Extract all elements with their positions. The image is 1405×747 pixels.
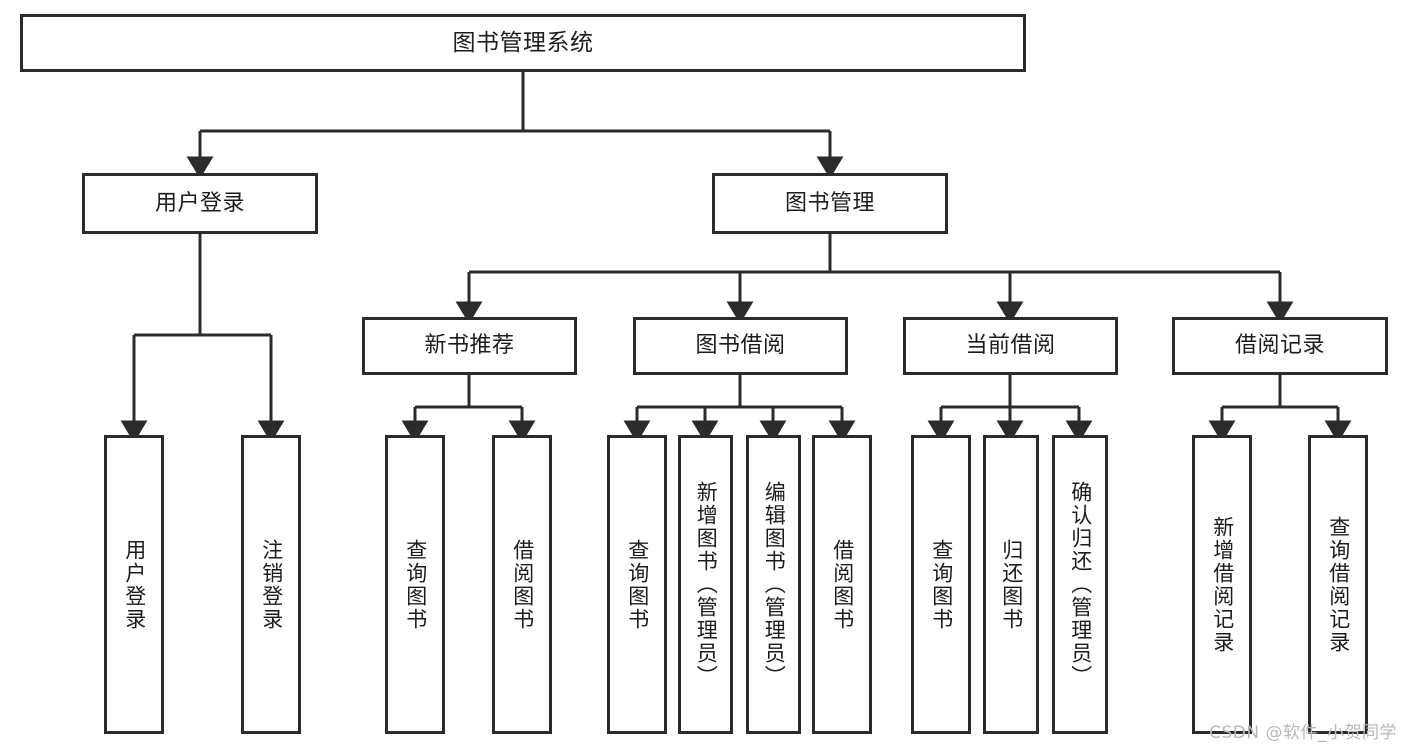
leaf-query-book-3-label: 查询图书	[929, 538, 954, 631]
leaf-query-book-1-label: 查询图书	[403, 538, 428, 631]
leaf-edit-book-label: 编辑图书（管理员）	[762, 481, 787, 688]
leaf-query-book-1[interactable]: 查询图书	[385, 435, 445, 734]
leaf-query-book-2-label: 查询图书	[625, 538, 650, 631]
node-new-book-recommend[interactable]: 新书推荐	[362, 317, 577, 375]
leaf-return-book[interactable]: 归还图书	[983, 435, 1039, 734]
node-current-borrow-label: 当前借阅	[965, 333, 1056, 359]
node-book-manage[interactable]: 图书管理	[712, 173, 948, 234]
leaf-query-book-3[interactable]: 查询图书	[911, 435, 971, 734]
leaf-borrow-book-2[interactable]: 借阅图书	[812, 435, 872, 734]
leaf-add-record[interactable]: 新增借阅记录	[1192, 435, 1252, 734]
leaf-edit-book[interactable]: 编辑图书（管理员）	[746, 435, 801, 734]
node-root[interactable]: 图书管理系统	[20, 14, 1026, 72]
node-new-book-recommend-label: 新书推荐	[424, 333, 515, 359]
node-book-borrow-label: 图书借阅	[695, 333, 786, 359]
node-root-label: 图书管理系统	[452, 29, 594, 56]
leaf-confirm-return[interactable]: 确认归还（管理员）	[1052, 435, 1108, 734]
leaf-add-record-label: 新增借阅记录	[1210, 515, 1235, 654]
leaf-borrow-book-1[interactable]: 借阅图书	[492, 435, 552, 734]
node-book-borrow[interactable]: 图书借阅	[633, 317, 848, 375]
node-user-login[interactable]: 用户登录	[82, 173, 318, 234]
node-user-login-label: 用户登录	[154, 190, 245, 216]
leaf-user-login[interactable]: 用户登录	[104, 435, 164, 734]
leaf-add-book[interactable]: 新增图书（管理员）	[678, 435, 733, 734]
leaf-query-record-label: 查询借阅记录	[1326, 515, 1351, 654]
node-current-borrow[interactable]: 当前借阅	[903, 317, 1118, 375]
leaf-user-logout[interactable]: 注销登录	[241, 435, 301, 734]
node-borrow-record[interactable]: 借阅记录	[1172, 317, 1388, 375]
node-borrow-record-label: 借阅记录	[1234, 333, 1325, 359]
leaf-add-book-label: 新增图书（管理员）	[694, 481, 719, 688]
leaf-query-book-2[interactable]: 查询图书	[607, 435, 667, 734]
node-book-manage-label: 图书管理	[784, 190, 875, 216]
leaf-borrow-book-2-label: 借阅图书	[830, 538, 855, 631]
leaf-return-book-label: 归还图书	[999, 538, 1024, 631]
leaf-query-record[interactable]: 查询借阅记录	[1308, 435, 1368, 734]
leaf-confirm-return-label: 确认归还（管理员）	[1068, 481, 1093, 688]
leaf-borrow-book-1-label: 借阅图书	[510, 538, 535, 631]
watermark: CSDN @软件_小贺同学	[1209, 723, 1397, 743]
leaf-user-logout-label: 注销登录	[259, 538, 284, 631]
leaf-user-login-label: 用户登录	[122, 538, 147, 631]
